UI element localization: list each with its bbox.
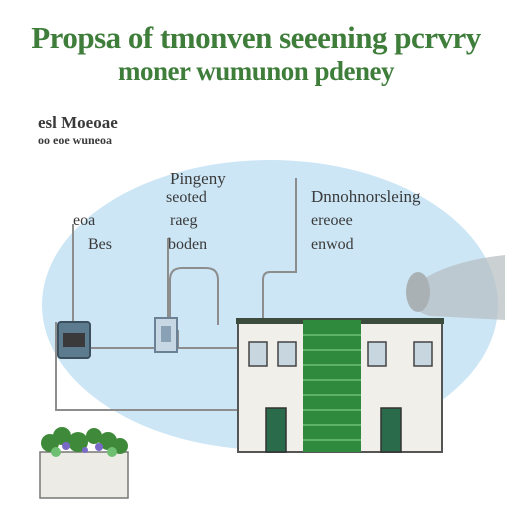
- wiring: [55, 178, 297, 411]
- panel-label-line-4: boden: [168, 236, 208, 253]
- junction-box-icon: [154, 317, 178, 353]
- panel-label-line-2: seoted: [166, 189, 207, 206]
- title-line-2: moner wumunon pdeney: [117, 56, 395, 86]
- panel-label-line-3: raeg: [170, 212, 198, 229]
- building: [236, 318, 444, 453]
- plant-bed-icon: [39, 427, 129, 499]
- electric-meter-icon: [57, 321, 91, 359]
- meter-label-line-1: eoa: [73, 212, 96, 229]
- meter-label-line-2: Bes: [88, 236, 112, 253]
- monitor-label-line-2: ereoee: [311, 212, 353, 229]
- exhaust-plume-icon: [406, 255, 505, 320]
- panel-label-line-1: Pingeny: [170, 169, 226, 188]
- legend-heading: esl Moeoae: [38, 113, 118, 132]
- title-line-1: Propsa of tmonven seeening pcrvry: [31, 20, 481, 55]
- monitor-label-line-3: enwod: [311, 236, 354, 253]
- monitor-label-line-1: Dnnohnorsleing: [311, 187, 421, 206]
- legend-subheading: oo eoe wuneoa: [38, 133, 112, 147]
